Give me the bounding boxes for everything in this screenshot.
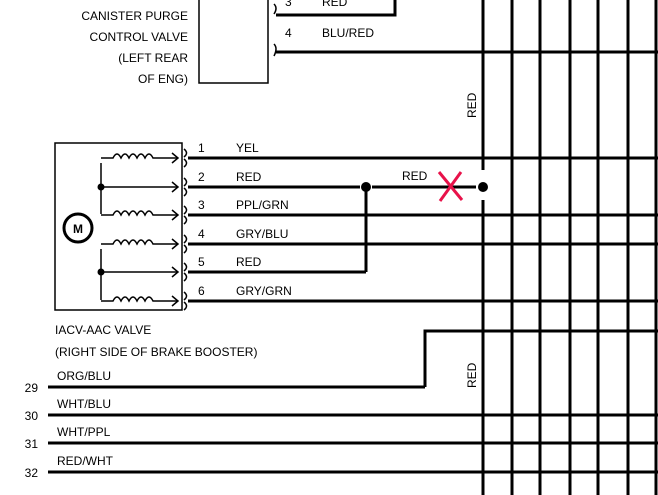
iacv-wire-color: GRY/GRN (236, 284, 292, 298)
arrow-icon (171, 209, 180, 221)
splice-dot (478, 182, 488, 192)
connector-icon (183, 234, 188, 254)
canister-pin-3: 3 (285, 0, 292, 9)
canister-pin-4: 4 (285, 26, 292, 40)
ecm-pin-number: 30 (25, 409, 39, 423)
coil-icon (101, 239, 178, 246)
ecm-pin-number: 31 (25, 437, 39, 451)
canister-wire-3 (276, 0, 397, 17)
arrow-icon (171, 295, 180, 307)
connector-icon (183, 177, 188, 197)
canister-purge-valve: CANISTER PURGE CONTROL VALVE (LEFT REAR … (81, 0, 658, 86)
ecm-wire-color: WHT/BLU (57, 397, 111, 411)
connector-icon (183, 262, 188, 282)
coil-windings (101, 152, 180, 307)
connector-icon (183, 291, 188, 311)
iacv-wire-color: RED (236, 255, 262, 269)
ecm-wire-color: ORG/BLU (57, 369, 111, 383)
canister-label-4: OF ENG) (138, 72, 188, 86)
ecm-wire-color: RED/WHT (57, 454, 114, 468)
canister-label-2: CONTROL VALVE (90, 30, 188, 44)
ecm-wire-color: WHT/PPL (57, 425, 111, 439)
arrow-icon (171, 266, 180, 278)
arrow-icon (171, 238, 180, 250)
iacv-label-1: IACV-AAC VALVE (55, 323, 151, 337)
ecm-pin-number: 32 (25, 466, 39, 480)
iacv-pin-number: 2 (198, 170, 205, 184)
motor-symbol: M (73, 222, 83, 236)
canister-label-1: CANISTER PURGE (81, 9, 188, 23)
canister-label-3: (LEFT REAR (118, 51, 188, 65)
connector-icon (183, 148, 188, 168)
wire-29-route (423, 329, 658, 387)
coil-icon (101, 153, 178, 160)
splice-wire-label: RED (402, 169, 428, 183)
connector-icon (273, 3, 277, 57)
iacv-wire-color: RED (236, 170, 262, 184)
iacv-wire-color: YEL (236, 141, 259, 155)
vertical-wire-label-red: RED (465, 362, 479, 388)
iacv-label-2: (RIGHT SIDE OF BRAKE BOOSTER) (55, 345, 257, 359)
iacv-pin-number: 5 (198, 255, 205, 269)
canister-wire-3-color: RED (322, 0, 348, 9)
vertical-wire-label-red: RED (465, 92, 479, 118)
iacv-wire-color: PPL/GRN (236, 198, 289, 212)
ecm-wires: 29 ORG/BLU 30 WHT/BLU 31 WHT/PPL 32 RED/WHT (25, 369, 658, 480)
iacv-pin-number: 4 (198, 227, 205, 241)
iacv-pin-number: 6 (198, 284, 205, 298)
ecm-pin-number: 29 (25, 381, 39, 395)
cut-mark-icon (437, 171, 464, 202)
iacv-pin-number: 1 (198, 141, 205, 155)
splice-dot (361, 182, 371, 192)
vertical-bus (481, 0, 658, 495)
coil-icon (101, 296, 178, 303)
motor-icon (62, 212, 94, 244)
arrow-icon (171, 152, 180, 164)
iacv-wire-color: GRY/BLU (236, 227, 288, 241)
connector-icon (183, 205, 188, 225)
canister-box (198, 0, 269, 84)
iacv-box (54, 142, 183, 311)
iacv-aac-valve: M IACV-AAC VALVE (RIGHT SIDE OF BRAKE BO… (54, 142, 257, 359)
canister-wire-4-color: BLU/RED (322, 26, 374, 40)
coil-icon (101, 210, 178, 217)
iacv-pin-number: 3 (198, 198, 205, 212)
arrow-icon (171, 181, 180, 193)
